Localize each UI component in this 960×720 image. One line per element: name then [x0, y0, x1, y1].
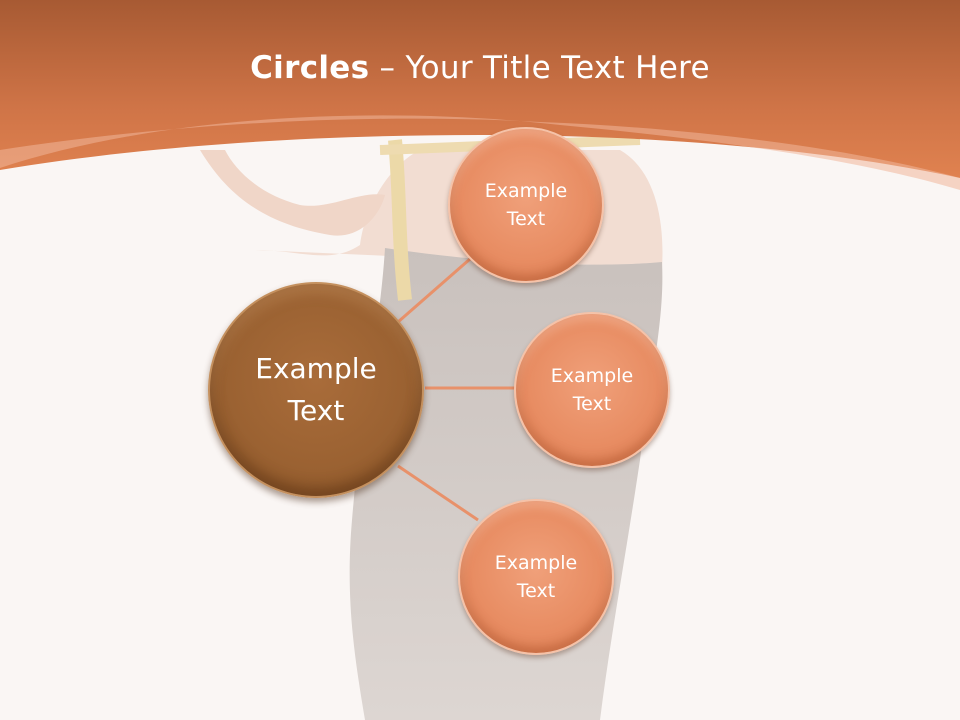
header-band — [0, 0, 960, 178]
connector-lines — [397, 250, 516, 522]
slide-title: Circles – Your Title Text Here — [0, 50, 960, 86]
connector-line — [397, 250, 479, 324]
title-bold: Circles — [250, 50, 370, 86]
title-rest: – Your Title Text Here — [369, 50, 710, 86]
connector-line — [397, 464, 479, 522]
